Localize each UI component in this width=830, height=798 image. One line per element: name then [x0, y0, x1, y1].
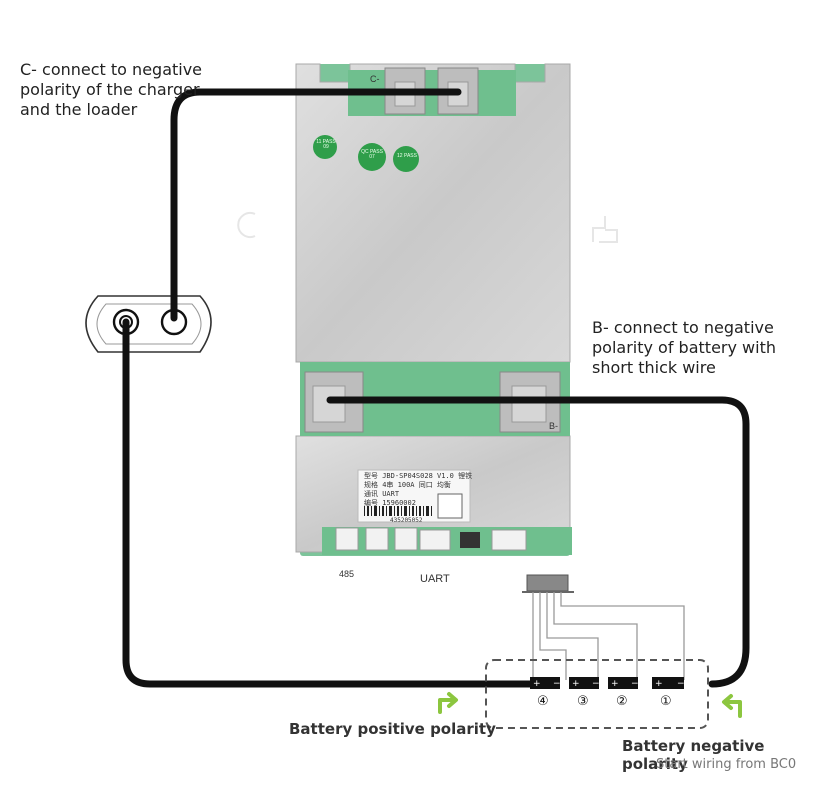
qc-badge-1: 11 PASS 09: [316, 139, 336, 150]
b-minus-line-2: polarity of battery with: [592, 338, 776, 357]
cell-2-label: ②: [616, 694, 628, 709]
cell-4-label: ④: [537, 694, 549, 709]
sticker-text: 型号 JBD-SP04S028 V1.0 锂铁 规格 4串 100A 同口 均衡…: [364, 472, 472, 508]
battery-positive-wire: [122, 318, 534, 688]
b-minus-line-1: B- connect to negative: [592, 318, 774, 337]
sticker-line-comm: 通讯 UART: [364, 490, 400, 498]
qc-badge-2: QC PASS 07: [361, 149, 383, 160]
port-uart-label: UART: [420, 573, 450, 585]
c-minus-line-2: polarity of the charger: [20, 80, 200, 99]
svg-text:+: +: [655, 679, 663, 689]
port-485-label: 485: [339, 569, 355, 579]
cable-gland: [85, 295, 212, 353]
b-minus-terminal-label: B-: [549, 421, 558, 431]
sticker-barcode-number: 435205052: [390, 517, 423, 524]
cell-1-label: ①: [660, 694, 672, 709]
svg-text:−: −: [553, 679, 561, 689]
b-minus-line-3: short thick wire: [592, 358, 716, 377]
c-minus-terminal-label: C-: [370, 74, 380, 84]
battery-negative-label: Battery negative polarity: [622, 737, 765, 773]
negative-arrow-icon: [722, 694, 742, 718]
qc-badge-3: 12 PASS: [397, 153, 417, 159]
wires: [122, 88, 750, 688]
c-minus-wire: [170, 88, 462, 322]
sticker-line-model: 型号 JBD-SP04S028 V1.0 锂铁: [364, 472, 473, 480]
positive-arrow-icon: [438, 692, 458, 714]
c-minus-line-3: and the loader: [20, 100, 138, 119]
sticker-line-spec: 规格 4串 100A 同口 均衡: [364, 481, 451, 489]
cell-terminals: + − + − + − + −: [530, 677, 685, 689]
start-wiring-note: Start wiring from BC0: [656, 757, 797, 772]
connector-strip: [322, 527, 572, 555]
c-minus-annotation: C- connect to negative polarity of the c…: [20, 60, 202, 120]
cell-3-label: ③: [577, 694, 589, 709]
qc-badges: [313, 135, 419, 172]
c-minus-line-1: C- connect to negative: [20, 60, 203, 79]
battery-pack-box: [485, 659, 709, 729]
svg-text:+: +: [572, 679, 580, 689]
b-minus-annotation: B- connect to negative polarity of batte…: [592, 318, 776, 378]
board-label-sticker: [357, 469, 471, 523]
battery-positive-label: Battery positive polarity: [289, 720, 496, 738]
arrow-icons: [438, 692, 742, 718]
svg-text:−: −: [631, 679, 639, 689]
svg-text:−: −: [592, 679, 600, 689]
balance-lead: [522, 574, 685, 680]
b-minus-wire: [326, 396, 750, 688]
svg-text:−: −: [677, 679, 685, 689]
sticker-line-serial: 编号 15960002: [364, 499, 416, 507]
svg-text:+: +: [611, 679, 619, 689]
watermark-glyphs: [237, 212, 618, 243]
svg-text:+: +: [533, 679, 541, 689]
